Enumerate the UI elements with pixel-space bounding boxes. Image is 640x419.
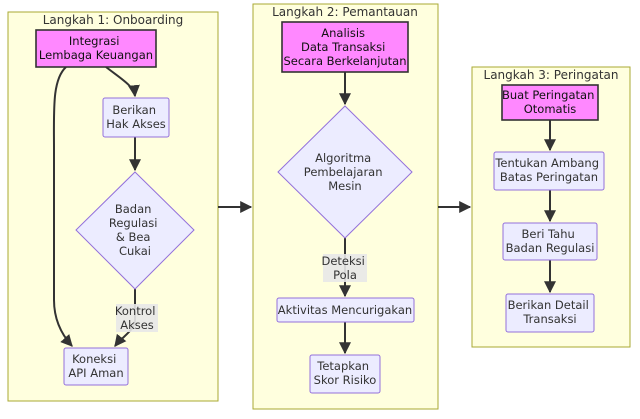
node-algoritma-line3: Mesin (328, 179, 361, 193)
edge-label-deteksi-pola-line1: Deteksi (321, 254, 364, 268)
node-koneksi-line2: API Aman (68, 366, 123, 380)
node-ambang-line2: Batas Peringatan (500, 170, 598, 184)
edge-integrasi-hak-akses (105, 66, 140, 98)
node-analisis-line3: Secara Berkelanjutan (283, 54, 406, 68)
node-badan-line1: Badan (115, 202, 152, 216)
node-badan-line2: Regulasi (109, 216, 158, 230)
svg-text:Analisis Data Transaksi: Analisis Data Transaksi Secara Berkelanj… (283, 26, 406, 68)
node-berikan-detail-transaksi: Berikan Detail Transaksi (505, 293, 595, 333)
svg-text:Berikan Detail Transaksi: Berikan Detail Transaksi (508, 298, 593, 326)
node-integrasi-line2: Lembaga Keuangan (39, 48, 153, 62)
edge-label-kontrol-akses: Kontrol Akses (115, 304, 159, 332)
node-berikan-hak-akses: Berikan Hak Akses (102, 97, 170, 138)
node-tentukan-ambang-batas: Tentukan Ambang Batas Peringatan (493, 151, 605, 191)
node-tetapkan-skor-risiko: Tetapkan Skor Risiko (309, 354, 381, 394)
node-badan-line4: Cukai (119, 244, 151, 258)
node-analisis-line2: Data Transaksi (301, 40, 385, 54)
svg-text:Integrasi Lembaga Keuang: Integrasi Lembaga Keuangan (39, 34, 153, 62)
node-detail-line1: Berikan Detail (508, 298, 589, 312)
node-ambang-line1: Tentukan Ambang (494, 156, 599, 170)
node-aktivitas-mencurigakan: Aktivitas Mencurigakan (276, 297, 415, 323)
node-koneksi-api-aman: Koneksi API Aman (63, 347, 129, 386)
svg-text:Badan Regulasi & B: Badan Regulasi & Bea Cukai (109, 202, 161, 258)
node-integrasi-lembaga-keuangan: Integrasi Lembaga Keuangan (35, 29, 157, 68)
node-hak-akses-line1: Berikan (112, 103, 156, 117)
svg-text:Koneksi API Aman: Koneksi API Aman (68, 352, 123, 380)
edge-label-deteksi-pola-line2: Pola (333, 268, 357, 282)
node-badan-line3: & Bea (116, 230, 151, 244)
cluster-onboarding-title: Langkah 1: Onboarding (43, 13, 184, 27)
node-analisis-line1: Analisis (321, 26, 365, 40)
cluster-monitoring-title: Langkah 2: Pemantauan (272, 5, 418, 19)
node-buat-line1: Buat Peringatan (502, 88, 594, 102)
node-integrasi-line1: Integrasi (69, 34, 120, 48)
node-koneksi-line1: Koneksi (72, 352, 116, 366)
node-hak-akses-line2: Hak Akses (106, 117, 166, 131)
svg-text:Tetapkan Skor Risiko: Tetapkan Skor Risiko (314, 359, 377, 387)
node-algoritma-line2: Pembelajaran (304, 165, 383, 179)
node-aktivitas-line1: Aktivitas Mencurigakan (278, 303, 412, 317)
node-buat-peringatan-otomatis: Buat Peringatan Otomatis (501, 84, 599, 121)
node-buat-line2: Otomatis (524, 102, 577, 116)
svg-text:Beri Tahu Badan Regulasi: Beri Tahu Badan Regulasi (506, 227, 595, 255)
node-algoritma-pembelajaran-mesin: Algoritma Pembelajaran Mesin (277, 105, 413, 239)
node-analisis-data-transaksi: Analisis Data Transaksi Secara Berkelanj… (281, 21, 409, 73)
node-skor-line2: Skor Risiko (314, 373, 377, 387)
svg-text:Berikan Hak Akses: Berikan Hak Akses (106, 103, 166, 131)
svg-text:Algoritma Pembelajaran: Algoritma Pembelajaran Mesin (304, 151, 386, 193)
node-detail-line2: Transaksi (522, 312, 576, 326)
node-skor-line1: Tetapkan (316, 359, 369, 373)
node-beri-tahu-line1: Beri Tahu (522, 227, 575, 241)
svg-text:Kontrol Akses: Kontrol Akses (115, 304, 159, 332)
edge-label-deteksi-pola: Deteksi Pola (321, 254, 368, 282)
node-beri-tahu-line2: Badan Regulasi (506, 241, 595, 255)
edge-label-kontrol-akses-line1: Kontrol (115, 304, 156, 318)
node-badan-regulasi-bea-cukai: Badan Regulasi & Bea Cukai (75, 171, 195, 290)
node-algoritma-line1: Algoritma (315, 151, 371, 165)
cluster-alerting-title: Langkah 3: Peringatan (484, 68, 619, 82)
svg-text:Deteksi Pola: Deteksi Pola (321, 254, 368, 282)
svg-text:Tentukan Ambang Batas Pe: Tentukan Ambang Batas Peringatan (494, 156, 602, 184)
svg-text:Buat Peringatan Otomatis: Buat Peringatan Otomatis (502, 88, 598, 116)
node-beri-tahu-badan-regulasi: Beri Tahu Badan Regulasi (502, 222, 598, 261)
edge-integrasi-koneksi (52, 66, 73, 347)
edge-label-kontrol-akses-line2: Akses (120, 318, 154, 332)
